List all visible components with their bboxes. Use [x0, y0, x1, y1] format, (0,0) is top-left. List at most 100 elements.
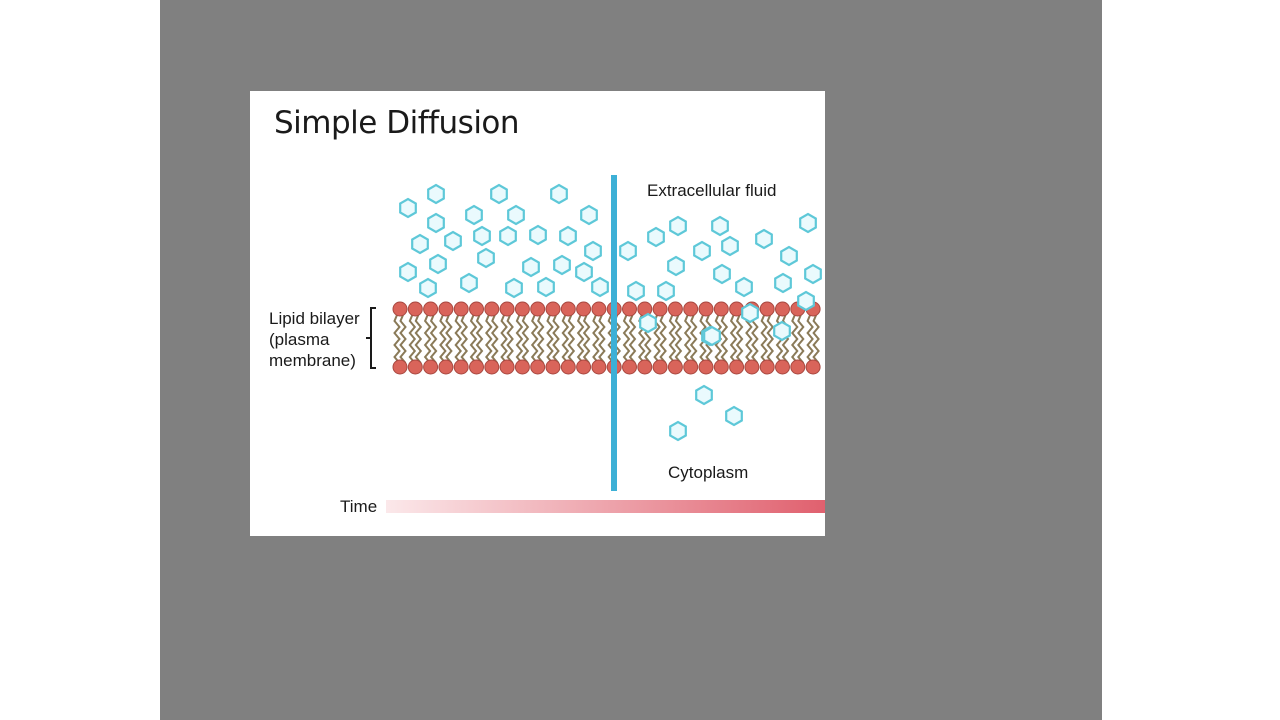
lipid-label-line1: Lipid bilayer	[269, 309, 360, 328]
phospholipid-head	[637, 359, 653, 375]
phospholipid-tail	[500, 314, 508, 364]
diffusion-diagram	[366, 175, 825, 513]
phospholipid-tail	[484, 314, 493, 364]
phospholipid-head	[423, 359, 439, 375]
phospholipid-head	[407, 301, 423, 317]
cytoplasm-label: Cytoplasm	[668, 463, 749, 482]
solute-molecule	[669, 215, 687, 237]
phospholipid-tail	[393, 314, 401, 364]
phospholipid-head	[407, 359, 423, 375]
phospholipid-head	[499, 301, 515, 317]
phospholipid-tail	[683, 314, 692, 364]
phospholipid-tail	[445, 314, 453, 364]
phospholipid-tail	[439, 314, 447, 364]
lipid-label-line3: membrane)	[269, 351, 356, 370]
solute-molecule	[669, 420, 687, 442]
phospholipid-head	[576, 359, 592, 375]
phospholipid-head	[545, 301, 561, 317]
phospholipid-head	[438, 359, 454, 375]
phospholipid-head	[729, 359, 745, 375]
solute-molecule	[713, 263, 731, 285]
solute-molecule	[804, 263, 822, 285]
phospholipid-head	[759, 301, 775, 317]
solute-molecule	[755, 228, 773, 250]
phospholipid-head	[775, 301, 790, 317]
solute-molecule	[505, 277, 523, 299]
phospholipid-head	[392, 301, 408, 317]
phospholipid-tail	[592, 314, 600, 364]
solute-molecule	[711, 215, 729, 237]
phospholipid-tail	[423, 314, 432, 364]
phospholipid-tail	[536, 314, 545, 364]
phospholipid-tail	[408, 314, 417, 364]
phospholipid-tail	[622, 314, 631, 364]
phospholipid-head	[438, 301, 454, 317]
solute-molecule	[575, 261, 593, 283]
phospholipid-tail	[806, 314, 814, 364]
solute-molecule	[465, 204, 483, 226]
phospholipid-head	[545, 359, 561, 375]
phospholipid-head	[591, 301, 607, 317]
phospholipid-tail	[567, 314, 576, 364]
phospholipid-tail	[414, 314, 423, 364]
extracellular-fluid-label: Extracellular fluid	[647, 181, 777, 200]
phospholipid-head	[530, 359, 546, 375]
bilayer-bracket	[366, 307, 376, 369]
phospholipid-head	[622, 301, 637, 317]
phospholipid-tail	[598, 314, 606, 364]
phospholipid-head	[484, 301, 500, 317]
phospholipid-head	[453, 359, 469, 375]
solute-molecule	[411, 233, 429, 255]
solute-molecule	[490, 183, 508, 205]
phospholipid-tail	[490, 314, 499, 364]
phospholipid-tail	[668, 314, 677, 364]
phospholipid-head	[698, 301, 714, 317]
solute-molecule	[473, 225, 491, 247]
phospholipid-head	[790, 359, 806, 375]
phospholipid-tail	[751, 314, 759, 364]
solute-molecule	[725, 405, 743, 427]
phospholipid-head	[667, 301, 683, 317]
phospholipid-tail	[506, 314, 514, 364]
solute-molecule	[695, 384, 713, 406]
phospholipid-tail	[745, 314, 753, 364]
phospholipid-tail	[689, 314, 698, 364]
solute-molecule	[741, 302, 759, 324]
lipid-label-line2: (plasma	[269, 330, 330, 349]
solute-molecule	[703, 325, 721, 347]
phospholipid-tail	[766, 314, 775, 364]
solute-molecule	[444, 230, 462, 252]
phospholipid-tail	[576, 314, 585, 364]
phospholipid-head	[484, 359, 500, 375]
phospholipid-head	[514, 301, 530, 317]
phospholipid-tail	[460, 314, 469, 364]
phospholipid-tail	[552, 314, 560, 364]
solute-molecule	[773, 320, 791, 342]
phospholipid-head	[683, 301, 699, 317]
phospholipid-head	[560, 359, 576, 375]
phospholipid-head	[698, 359, 714, 375]
phospholipid-head	[591, 359, 607, 375]
solute-molecule	[657, 280, 675, 302]
phospholipid-tail	[399, 314, 407, 364]
phospholipid-head	[576, 301, 592, 317]
solute-molecule	[429, 253, 447, 275]
solute-molecule	[460, 272, 478, 294]
phospholipid-tail	[475, 314, 484, 364]
phospholipid-head	[469, 359, 484, 375]
solute-molecule	[647, 226, 665, 248]
solute-molecule	[799, 212, 817, 234]
solute-molecule	[427, 212, 445, 234]
time-gradient-bar	[386, 500, 825, 513]
phospholipid-tail	[729, 314, 738, 364]
phospholipid-tails	[393, 314, 820, 364]
solute-molecule	[580, 204, 598, 226]
solute-molecule	[797, 290, 815, 312]
solute-molecule	[780, 245, 798, 267]
phospholipid-tail	[561, 314, 570, 364]
phospholipid-tail	[674, 314, 683, 364]
phospholipid-tail	[720, 314, 729, 364]
solute-molecule	[591, 276, 609, 298]
solute-molecule	[735, 276, 753, 298]
phospholipid-tail	[582, 314, 591, 364]
